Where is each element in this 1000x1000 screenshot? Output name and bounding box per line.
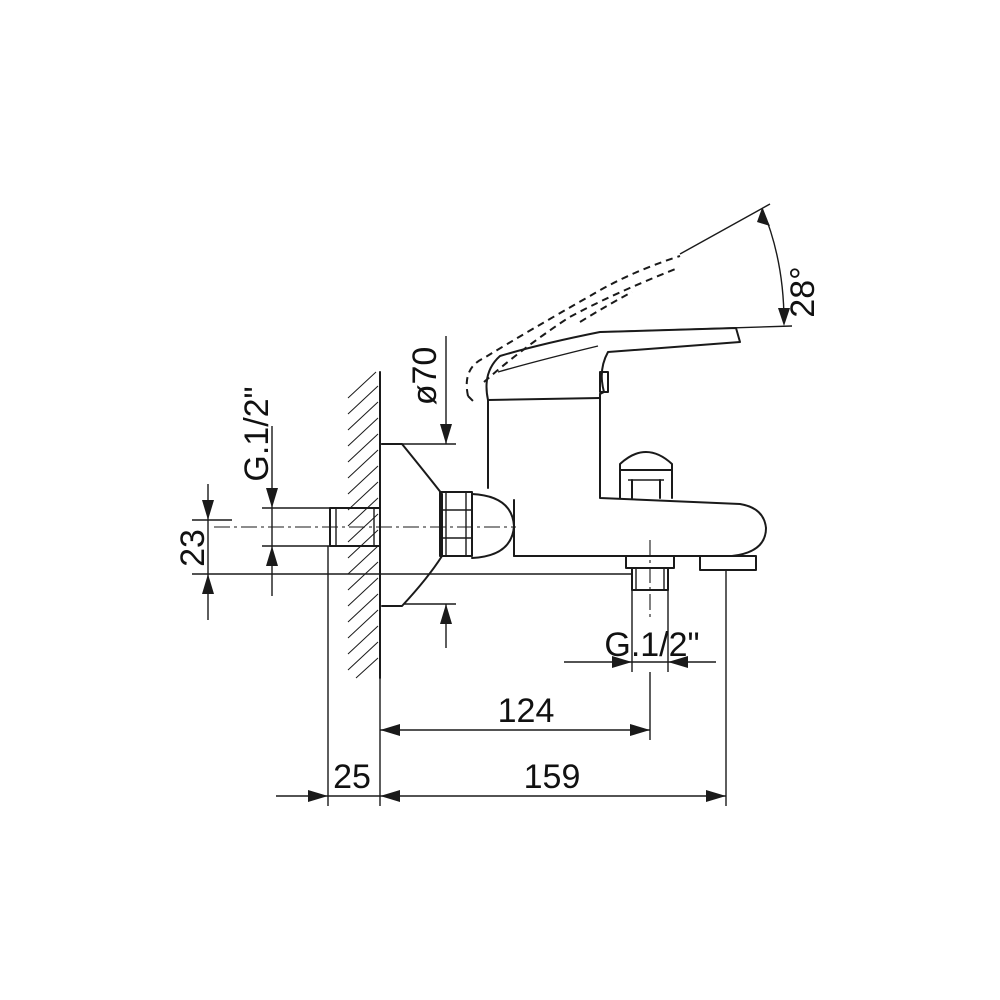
bottom-thread-label: G.1/2" [604,626,699,664]
spout-outlet [699,555,757,571]
angle-label: 28° [784,266,822,317]
overall-label: 159 [524,758,581,796]
wall-offset-label: 25 [333,758,371,796]
overall-dimension: 25 159 [276,546,727,806]
hex-nut [439,491,473,557]
bottom-thread-dimension: G.1/2" [564,590,716,672]
diverter-knob [619,451,673,499]
spout-label: 124 [498,692,555,730]
left-thread-dimension: G.1/2" [238,386,330,596]
center-lines [214,526,651,620]
escutcheon [381,443,443,607]
wall [347,371,381,679]
eccentric-knob [471,493,515,559]
diameter-dimension: ø70 [380,336,456,648]
lever-raised-dashed [465,255,681,405]
left-thread-label: G.1/2" [238,386,276,481]
diameter-label: ø70 [406,347,444,406]
lever-handle [485,327,741,401]
angle-dimension: 28° [599,203,822,333]
spout-dimension: 124 [380,672,651,740]
height-dimension: 23 [174,484,632,620]
wall-hatching [347,371,379,679]
mixer-body [487,393,767,557]
height-label: 23 [174,529,212,567]
